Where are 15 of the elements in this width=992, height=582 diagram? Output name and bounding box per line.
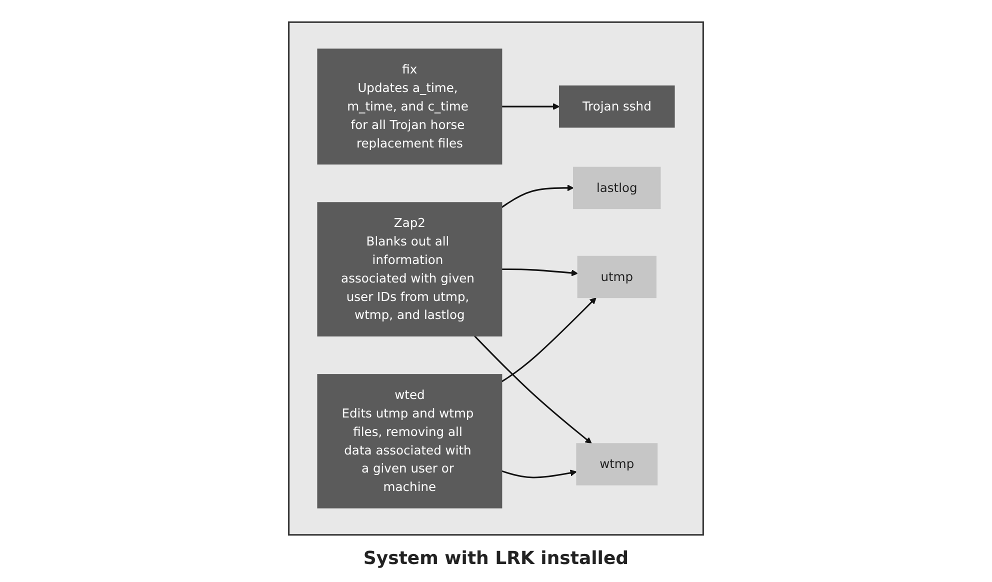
arrow: [502, 470, 577, 478]
arrow: [501, 184, 574, 208]
arrow: [502, 268, 578, 276]
node-box: utmp: [577, 256, 656, 298]
cluster: [288, 21, 704, 536]
node-box: Zap2 Blanks out all information associated with given user IDs from utmp, wtmp, and lastlog: [317, 202, 502, 336]
node-box: lastlog: [573, 166, 661, 210]
diagram-caption: System with LRK installed: [363, 548, 629, 568]
node-box: Trojan sshd: [558, 85, 675, 128]
node-box: wted Edits utmp and wtmp files, removing all data associated with a given user or machine: [317, 374, 502, 508]
arrow: [501, 297, 596, 382]
node-box: fix Updates a_time, m_time, and c_time for all Trojan horse replacement files: [317, 48, 502, 165]
node-box: wtmp: [576, 443, 658, 486]
arrow: [502, 103, 560, 110]
arrow: [474, 336, 592, 444]
